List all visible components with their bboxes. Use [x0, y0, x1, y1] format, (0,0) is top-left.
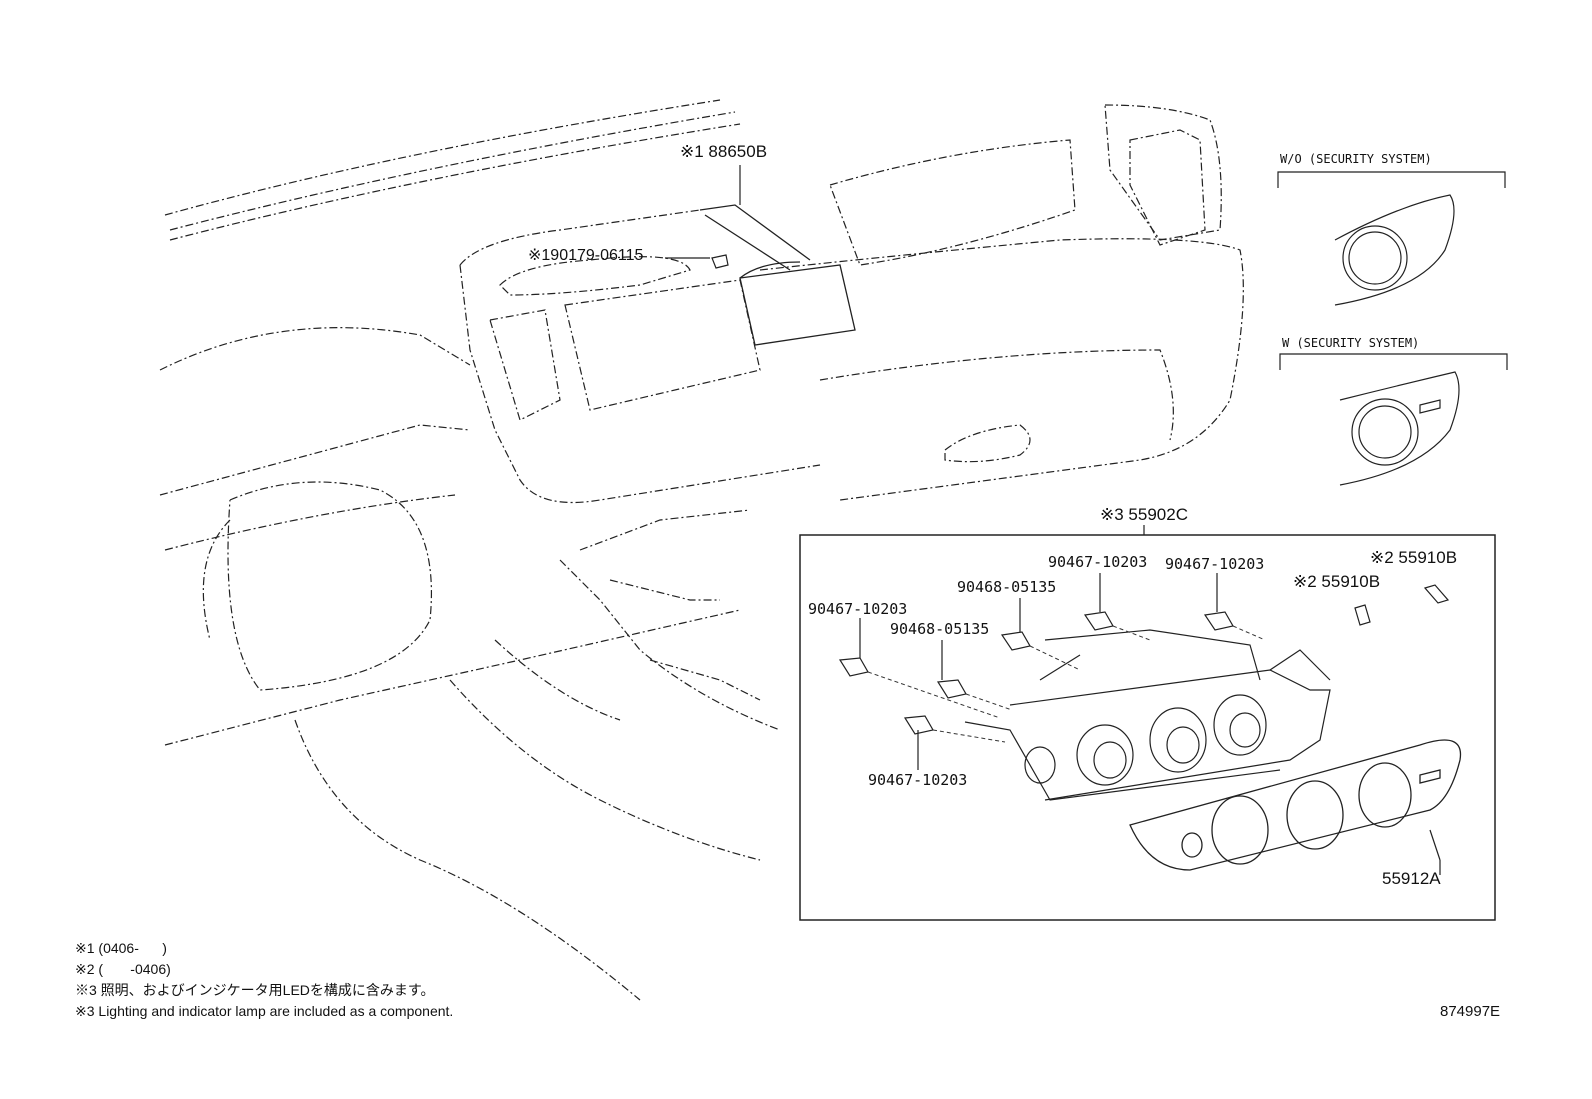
inset-wo-security	[1277, 171, 1506, 306]
inset-title-wo-security: W/O (SECURITY SYSTEM)	[1280, 152, 1432, 166]
inset-title-w-security: W (SECURITY SYSTEM)	[1282, 336, 1420, 350]
label-55910b-upper: ※2 55910B	[1370, 548, 1458, 567]
exploded-view-frame	[799, 534, 1496, 921]
label-90467-10203-mid: 90467-10203	[1048, 553, 1148, 571]
label-90179-06115: ※190179-06115	[528, 247, 644, 264]
footnote-3-japanese: ※3 照明、およびインジケータ用LEDを構成に含みます。	[75, 982, 435, 998]
bulb-55910b	[1354, 584, 1450, 626]
label-55912a: 55912A	[1382, 869, 1441, 888]
inset-w-security	[1279, 353, 1508, 486]
label-90467-10203-right: 90467-10203	[1165, 555, 1265, 573]
bezel-55912a	[1129, 739, 1462, 871]
computer-module-88650b	[699, 204, 856, 346]
leader-lines	[665, 165, 1441, 875]
label-90468-05135-lower: 90468-05135	[890, 620, 990, 638]
label-55910b-lower: ※2 55910B	[1293, 572, 1381, 591]
heater-control-assembly	[964, 629, 1331, 801]
label-90468-05135-upper: 90468-05135	[957, 578, 1057, 596]
label-55902c: ※3 55902C	[1100, 505, 1188, 524]
clip-guide-lines	[867, 625, 1266, 743]
screw-90179	[711, 254, 729, 269]
label-90467-10203-left: 90467-10203	[808, 600, 908, 618]
footnote-1: ※1 (0406- )	[75, 940, 167, 956]
footnote-2: ※2 ( -0406)	[75, 961, 171, 977]
label-90467-10203-bottom: 90467-10203	[868, 771, 968, 789]
label-88650b: ※1 88650B	[680, 142, 768, 161]
dashboard-outline	[159, 99, 1244, 1001]
diagram-id: 874997E	[1440, 1003, 1501, 1020]
footnote-3-english: ※3 Lighting and indicator lamp are inclu…	[75, 1003, 454, 1019]
